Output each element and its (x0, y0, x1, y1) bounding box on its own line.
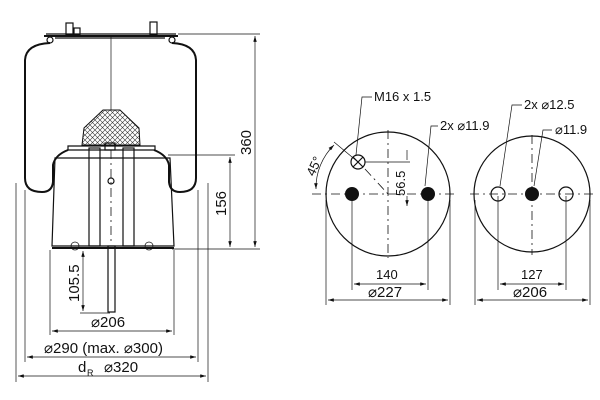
label-holes-12-5: 2x ⌀12.5 (524, 97, 574, 112)
dim-dr-diameter: ⌀320 (104, 359, 138, 376)
hole-right (421, 187, 435, 201)
dim-diameter-227: ⌀227 (368, 284, 402, 301)
bottom-plate-view: 2x ⌀12.5 ⌀11.9 127 ⌀206 (470, 97, 595, 305)
bead-left (46, 36, 54, 44)
dim-hole-spacing-127: 127 (521, 267, 543, 282)
label-angle: 45° (303, 154, 325, 178)
label-holes: 2x ⌀11.9 (440, 118, 490, 133)
dim-dr-label: d (78, 359, 86, 376)
bottom-bolt-left (70, 241, 80, 251)
side-view-air-spring: 360 156 105.5 ⌀206 ⌀290 (max. ⌀300) d R … (15, 21, 260, 382)
bead-right (168, 36, 176, 44)
dim-height-360: 360 (238, 130, 255, 155)
dim-stud-105-5: 105.5 (66, 264, 83, 302)
dim-dr-subscript: R (87, 368, 94, 378)
top-stud-right (149, 21, 158, 36)
label-thread: M16 x 1.5 (374, 89, 431, 104)
hole-left (345, 187, 359, 201)
piston (51, 157, 175, 247)
dim-piston-diameter: ⌀206 (91, 314, 125, 331)
dim-height-156: 156 (213, 191, 230, 216)
bottom-stud (107, 245, 116, 313)
top-stud-left (65, 22, 81, 36)
dim-offset-56-5: 56.5 (393, 171, 408, 196)
top-plate-view: M16 x 1.5 2x ⌀11.9 45° 56.5 140 ⌀227 (303, 89, 490, 305)
dim-hole-spacing-140: 140 (376, 267, 398, 282)
dim-bellow-diameter: ⌀290 (max. ⌀300) (44, 340, 163, 357)
bump-stop (81, 109, 141, 146)
hole-center (525, 187, 539, 201)
bottom-bolt-right (144, 241, 154, 251)
dim-diameter-206: ⌀206 (513, 284, 547, 301)
label-center-hole: ⌀11.9 (555, 122, 587, 137)
